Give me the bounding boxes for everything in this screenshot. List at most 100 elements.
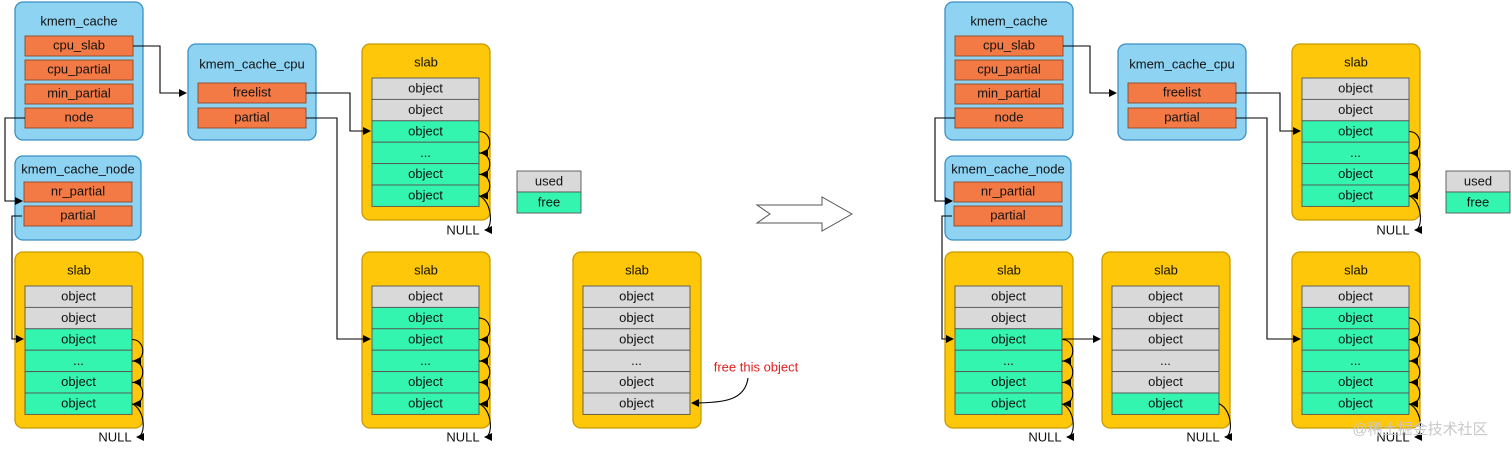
after-cpu-slab-object-5-label: object: [1338, 166, 1373, 181]
before-node-partial-pointer: [11, 215, 24, 343]
after-partial-slab-null-link: [1408, 403, 1423, 441]
before-node-pointer: [4, 117, 25, 205]
before-node-slab-freelist-link-3: [131, 338, 144, 365]
before-node-slab-null-link: [131, 403, 145, 441]
before-cpu-slab-object-3-label: object: [408, 123, 443, 138]
before-cpu-slab-object-5-label: object: [408, 166, 443, 181]
before-partial-slab-object-3-label: object: [408, 331, 443, 346]
after-cpu-slab-title: slab: [1344, 54, 1368, 69]
after-field-cpu-partial-label: cpu_partial: [977, 61, 1041, 76]
after-node-slab-title: slab: [997, 262, 1021, 277]
after-cpu-slab-freelist-link-4: [1408, 152, 1421, 179]
before-node-slab-title: slab: [67, 262, 91, 277]
before-field-freelist-label: freelist: [233, 84, 272, 99]
after-partial-slab-new-object-2-label: object: [1148, 310, 1183, 325]
before-field-node-label: node: [65, 109, 94, 124]
before-target-slab-object-2-label: object: [619, 310, 654, 325]
after-partial-slab-new-object-3-label: object: [1148, 331, 1183, 346]
after-partial-slab-new-object-5-label: object: [1148, 374, 1183, 389]
after-field-min-partial-label: min_partial: [977, 85, 1041, 100]
after-field-nr-partial-label: nr_partial: [981, 183, 1035, 198]
after-partial-slab-freelist-link-3: [1408, 338, 1421, 365]
before-field-cpu-slab-label: cpu_slab: [53, 37, 105, 52]
before-target-slab-title: slab: [625, 262, 649, 277]
before-partial-slab-freelist-link-2: [478, 317, 491, 344]
before-legend-used-label: used: [535, 173, 563, 188]
before-field-node-partial-label: partial: [60, 207, 96, 222]
before-target-slab-object-4-label: ...: [631, 353, 642, 368]
before-kmem-cache-cpu-title: kmem_cache_cpu: [199, 56, 305, 71]
before-field-min-partial: [24, 83, 134, 105]
after-kmem-cache-node-title: kmem_cache_node: [951, 161, 1064, 176]
after-field-cpu-partial: [954, 59, 1064, 81]
after-partial-slab-object-2-label: object: [1338, 310, 1373, 325]
before-partial-slab-object-1-label: object: [408, 289, 443, 304]
after-cpu-slab-pointer: [1063, 45, 1117, 97]
before-cpu-slab-object-2-label: object: [408, 102, 443, 117]
after-cpu-slab-object-2-label: object: [1338, 102, 1373, 117]
before-freelist-pointer: [306, 92, 371, 135]
before-partial-slab-freelist-link-3: [478, 338, 491, 365]
after-legend-used-label: used: [1464, 173, 1492, 188]
after-node-slab-object-4-label: ...: [1003, 353, 1014, 368]
before-cpu-slab-pointer: [133, 45, 187, 97]
before-partial-slab-object-2-label: object: [408, 310, 443, 325]
after-partial-slab-freelist-link-2: [1408, 317, 1421, 344]
after-field-cpu-slab-label: cpu_slab: [983, 37, 1035, 52]
after-cpu-slab-freelist-link-3: [1408, 130, 1421, 157]
before-partial-slab-null-label: NULL: [446, 429, 479, 444]
after-kmem-cache-cpu-title: kmem_cache_cpu: [1129, 56, 1235, 71]
before-node-slab-object-2-label: object: [61, 310, 96, 325]
after-cpu-slab-null-link: [1408, 195, 1423, 234]
after-partial-slab-object-3-label: object: [1338, 331, 1373, 346]
after-partial-slab-freelist-link-5: [1408, 381, 1421, 408]
before-cpu-slab-null-link: [478, 195, 493, 234]
before-node-slab-object-3-label: object: [61, 331, 96, 346]
before-field-nr-partial-label: nr_partial: [51, 183, 105, 198]
after-kmem-cache-title: kmem_cache: [970, 13, 1047, 28]
before-node-slab-null-label: NULL: [98, 429, 131, 444]
before-cpu-slab-object-1-label: object: [408, 81, 443, 96]
before-target-slab-object-1-label: object: [619, 289, 654, 304]
after-cpu-slab-freelist-link-5: [1408, 173, 1421, 200]
after-partial-slab-null-label: NULL: [1376, 429, 1409, 444]
before-cpu-slab-freelist-link-3: [478, 130, 491, 157]
after-cpu-slab-object-1-label: object: [1338, 81, 1373, 96]
after-node-slab-object-2-label: object: [991, 310, 1026, 325]
before-legend-free: [516, 191, 582, 214]
after-node-slab-freelist-link-3: [1061, 338, 1074, 365]
before-partial-slab-object-4-label: ...: [420, 353, 431, 368]
after-field-node-partial-label: partial: [990, 207, 1026, 222]
after-freelist-pointer: [1236, 92, 1301, 135]
after-node-slab-object-6-label: object: [991, 396, 1026, 411]
before-field-cpu-partial: [24, 59, 134, 81]
after-cpu-slab-null-label: NULL: [1376, 222, 1409, 237]
free-this-object-arrow: [691, 377, 749, 407]
before-cpu-slab-title: slab: [414, 54, 438, 69]
after-partial-slab-new-null-label: NULL: [1186, 429, 1219, 444]
after-node-slab-null-link: [1061, 403, 1075, 441]
after-node-slab-object-3-label: object: [991, 331, 1026, 346]
after-partial-slab-title: slab: [1344, 262, 1368, 277]
after-node-slab-object-5-label: object: [991, 374, 1026, 389]
before-cpu-slab-null-label: NULL: [446, 222, 479, 237]
before-partial-slab-title: slab: [414, 262, 438, 277]
after-partial-slab-new-object-4-label: ...: [1160, 353, 1171, 368]
after-field-nr-partial: [953, 181, 1063, 203]
after-node-pointer: [934, 117, 955, 205]
after-partial-slab-new-null-link: [1218, 403, 1233, 441]
free-this-object-annotation: free this object: [714, 359, 799, 374]
after-cpu-slab-object-4-label: ...: [1350, 145, 1361, 160]
after-cpu-slab-object-3-label: object: [1338, 123, 1373, 138]
before-cpu-slab-object-4-label: ...: [420, 145, 431, 160]
before-target-slab-object-6-label: object: [619, 396, 654, 411]
after-legend-free-label: free: [1467, 194, 1489, 209]
before-field-min-partial-label: min_partial: [47, 85, 111, 100]
before-target-slab-object-3-label: object: [619, 331, 654, 346]
before-target-slab-object-5-label: object: [619, 374, 654, 389]
after-cpu-slab-object-6-label: object: [1338, 188, 1373, 203]
before-partial-slab-freelist-link-5: [478, 381, 491, 408]
after-legend-free: [1445, 191, 1511, 214]
before-field-partial-label: partial: [234, 109, 270, 124]
